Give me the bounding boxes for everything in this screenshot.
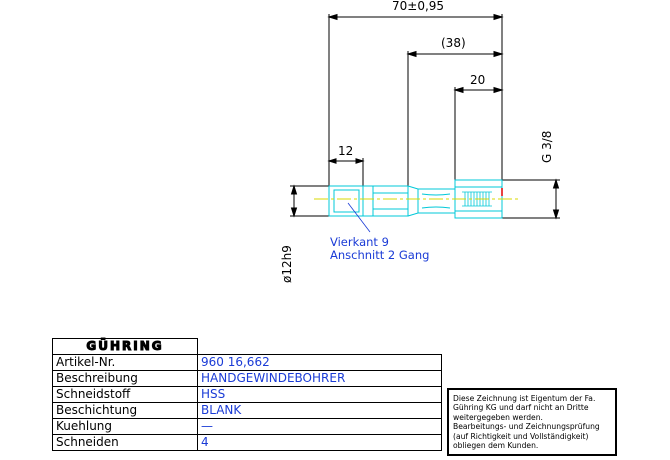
dimension-overall-length — [327, 13, 504, 186]
dimension-thread-size — [502, 178, 560, 220]
ownership-notice: Diese Zeichnung ist Eigentum der Fa. Güh… — [447, 388, 617, 456]
row-label: Kuehlung — [52, 418, 198, 435]
table-row: Schneidstoff HSS — [52, 386, 442, 403]
title-block: GÜHRING Artikel-Nr. 960 16,662 Beschreib… — [52, 338, 442, 451]
square-length-label: 12 — [338, 144, 353, 158]
row-label: Beschichtung — [52, 402, 198, 419]
row-value: 960 16,662 — [197, 354, 442, 371]
brand-logo: GÜHRING — [52, 338, 198, 355]
row-label: Schneiden — [52, 434, 198, 451]
notice-line: Bearbeitungs- und Zeichnungsprüfung — [453, 422, 600, 432]
notice-line: Gühring KG und darf nicht an Dritte — [453, 403, 589, 413]
row-label: Beschreibung — [52, 370, 198, 387]
row-value: HSS — [197, 386, 442, 403]
shank-diameter-label: ø12h9 — [280, 245, 294, 283]
table-row: Schneiden 4 — [52, 434, 442, 451]
notice-line: weitergegeben werden. — [453, 412, 543, 422]
row-value: BLANK — [197, 402, 442, 419]
row-label: Schneidstoff — [52, 386, 198, 403]
table-row: Beschreibung HANDGEWINDEBOHRER — [52, 370, 442, 387]
notice-line: (auf Richtigkeit und Vollständigkeit) — [453, 431, 589, 441]
thread-length-label: 20 — [470, 73, 485, 87]
table-row: Artikel-Nr. 960 16,662 — [52, 354, 442, 371]
row-value: HANDGEWINDEBOHRER — [197, 370, 442, 387]
dimension-thread-length — [453, 86, 504, 180]
brand-row: GÜHRING — [52, 338, 442, 355]
row-value: — — [197, 418, 442, 435]
overall-length-label: 70±0,95 — [392, 0, 444, 13]
row-value: 4 — [197, 434, 442, 451]
notice-line: obliegen dem Kunden. — [453, 441, 539, 451]
row-label: Artikel-Nr. — [52, 354, 198, 371]
note-square: Vierkant 9 — [330, 235, 389, 249]
thread-size-label: G 3/8 — [540, 131, 554, 163]
dimension-shank-diameter — [290, 184, 329, 218]
table-row: Beschichtung BLANK — [52, 402, 442, 419]
table-row: Kuehlung — — [52, 418, 442, 435]
dimension-shank-length — [406, 50, 504, 186]
note-leader — [347, 202, 371, 233]
shank-length-label: (38) — [441, 36, 466, 50]
notice-line: Diese Zeichnung ist Eigentum der Fa. — [453, 394, 596, 403]
note-chamfer: Anschnitt 2 Gang — [330, 248, 429, 262]
dimension-square-length — [327, 158, 365, 186]
